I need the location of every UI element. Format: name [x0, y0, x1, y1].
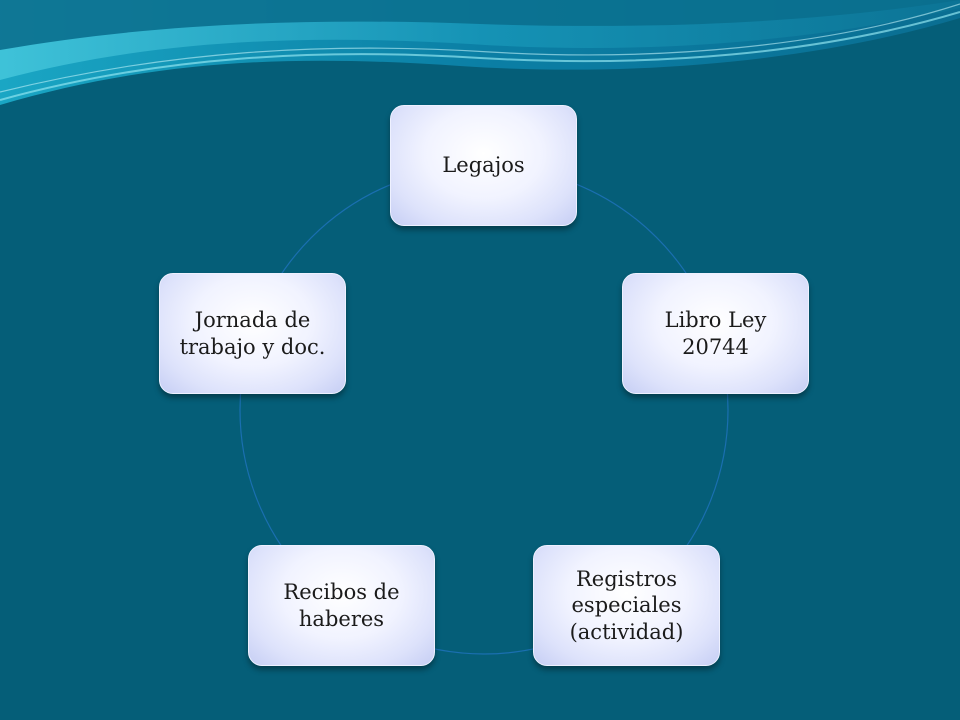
cycle-node-label: Libro Ley 20744	[664, 308, 767, 359]
cycle-node-legajos: Legajos	[390, 105, 577, 226]
header-wave-decoration	[0, 0, 960, 110]
cycle-node-label: Recibos de haberes	[283, 580, 400, 631]
cycle-node-recibos-haberes: Recibos de haberes	[248, 545, 435, 666]
cycle-node-label: Jornada de trabajo y doc.	[179, 308, 326, 359]
cycle-node-label: Legajos	[442, 153, 525, 178]
cycle-node-libro-ley: Libro Ley 20744	[622, 273, 809, 394]
cycle-node-label: Registros especiales (actividad)	[569, 567, 684, 644]
cycle-node-registros-especiales: Registros especiales (actividad)	[533, 545, 720, 666]
cycle-node-jornada-trabajo: Jornada de trabajo y doc.	[159, 273, 346, 394]
